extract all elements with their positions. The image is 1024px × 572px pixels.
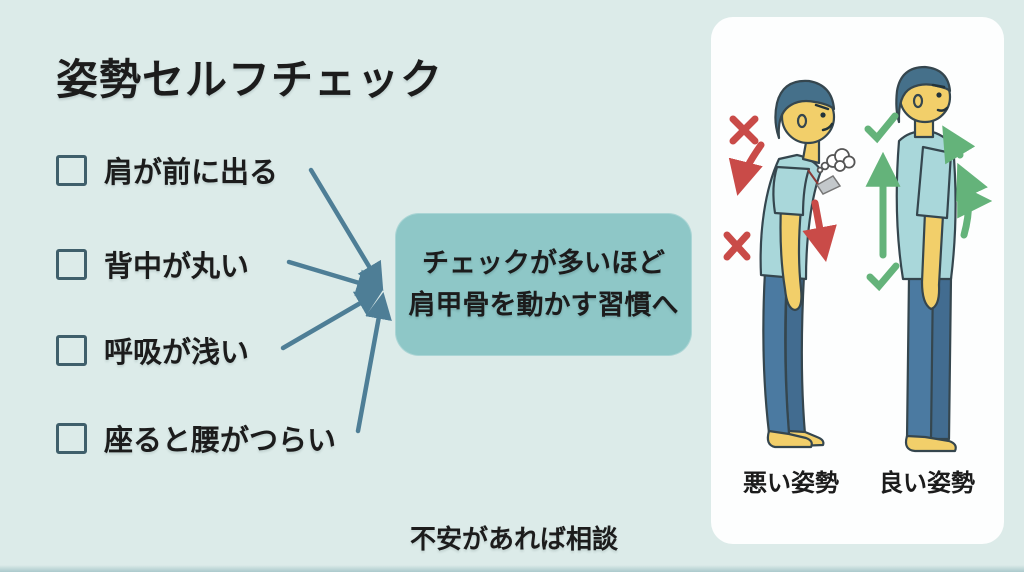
brow <box>931 83 946 89</box>
bad-posture-figure <box>759 79 836 449</box>
checkbox-4[interactable] <box>56 422 87 454</box>
bad-posture-label: 悪い姿勢 <box>743 470 839 497</box>
page-title: 姿勢セルフチェック <box>56 56 444 103</box>
posture-illustration-card: 悪い姿勢 良い姿勢 <box>711 17 1004 544</box>
checkbox-3[interactable] <box>56 334 87 366</box>
checklist-item: 呼吸が浅い <box>56 332 250 369</box>
checkmark-icon <box>866 262 900 292</box>
arrow-line-3 <box>280 289 384 351</box>
checkbox-1[interactable] <box>56 154 87 186</box>
red-down-arrow <box>802 199 837 263</box>
arrow-line-1 <box>308 167 384 290</box>
checklist-item-label: 肩が前に出る <box>104 157 279 189</box>
green-chin-arrow <box>942 125 976 165</box>
good-posture-label: 良い姿勢 <box>879 470 975 497</box>
eye <box>936 92 942 98</box>
checkbox-2[interactable] <box>56 248 87 280</box>
posture-illustration <box>723 65 993 453</box>
bottom-edge-shade <box>0 565 1024 572</box>
summary-box: チェックが多いほど 肩甲骨を動かす習慣へ <box>395 213 692 356</box>
smile-mouth <box>936 106 949 112</box>
checklist-item-label: 座ると腰がつらい <box>104 425 337 457</box>
red-curved-arrow <box>728 141 765 196</box>
arrow-line-4 <box>355 292 392 434</box>
checklist-item: 背中が丸い <box>56 246 250 283</box>
bad-posture-marks <box>723 115 837 263</box>
checklist-item: 座ると腰がつらい <box>56 420 337 457</box>
footer-note: 不安があれば相談 <box>410 524 619 554</box>
arrow-line-2 <box>286 259 384 296</box>
summary-line-2: 肩甲骨を動かす習慣へ <box>408 289 679 320</box>
good-posture-marks <box>864 112 993 292</box>
checklist-item: 肩が前に出る <box>56 152 279 189</box>
checklist-item-label: 呼吸が浅い <box>104 337 250 369</box>
good-posture-figure <box>895 65 957 453</box>
worried-brow <box>814 103 830 111</box>
eye <box>820 112 826 118</box>
breath-puff-icon <box>816 148 856 174</box>
phone-icon <box>807 169 842 195</box>
checklist-item-label: 背中が丸い <box>104 251 250 283</box>
summary-line-1: チェックが多いほど <box>422 247 665 278</box>
frown-mouth <box>821 122 834 132</box>
x-icon <box>723 231 751 261</box>
x-icon <box>729 115 759 145</box>
checkmark-icon <box>864 112 899 144</box>
